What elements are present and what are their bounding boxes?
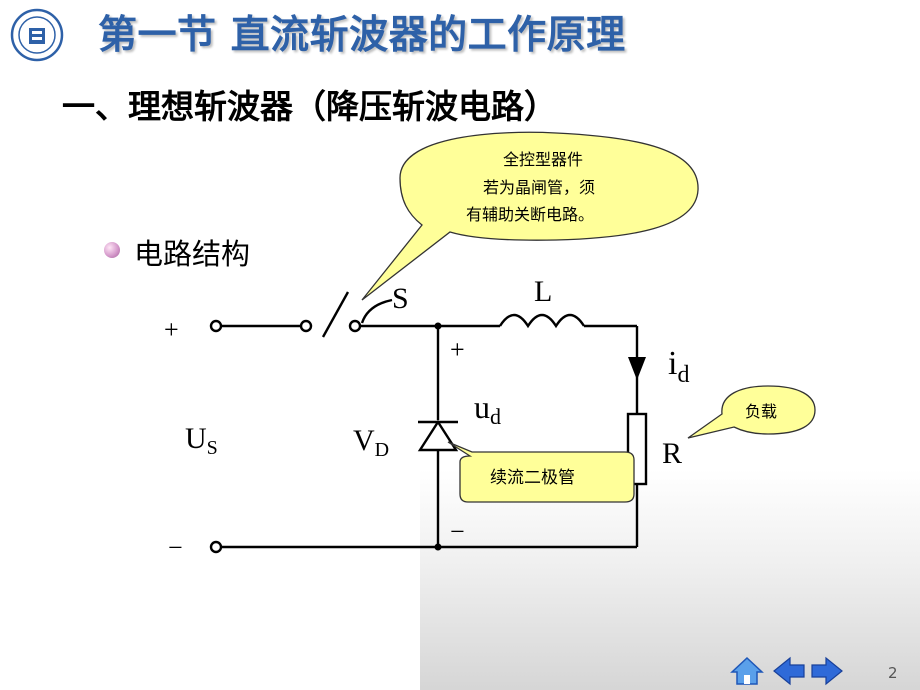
switch-blade — [321, 291, 350, 338]
label-resistor: R — [662, 437, 682, 470]
terminal-top-left — [209, 319, 223, 333]
callout-diode-note: 续流二极管 — [447, 441, 635, 503]
previous-arrow-icon[interactable] — [772, 656, 806, 686]
label-diode: VD — [353, 424, 389, 461]
callout-load-text: 负载 — [745, 402, 777, 421]
page-number: 2 — [888, 664, 898, 682]
label-source: US — [185, 422, 218, 459]
bullet-icon — [104, 242, 120, 258]
callout-diode-text: 续流二极管 — [490, 468, 575, 488]
callout-switch-line3: 有辅助关断电路。 — [466, 205, 594, 224]
current-arrow-icon — [628, 357, 646, 380]
callout-switch-line1: 全控型器件 — [503, 150, 583, 169]
callout-switch-line2: 若为晶闸管，须 — [483, 178, 595, 197]
switch-label-leader — [360, 298, 393, 324]
label-minus-left: − — [168, 533, 183, 562]
label-output-voltage: ud — [474, 389, 501, 429]
bullet-text: 电路结构 — [134, 237, 251, 271]
university-logo — [10, 8, 64, 62]
home-icon[interactable] — [730, 656, 764, 686]
background-photo — [420, 470, 920, 690]
switch-contact-left — [299, 319, 313, 333]
label-plus-mid: + — [450, 335, 465, 364]
freewheeling-diode — [417, 419, 459, 452]
callout-load: 负载 — [687, 385, 816, 439]
switch-contact-right — [348, 319, 362, 333]
terminal-bottom-left — [209, 540, 223, 554]
slide-subtitle: 一、理想斩波器（降压斩波电路） — [62, 87, 557, 126]
label-inductor: L — [534, 275, 552, 308]
label-current: id — [668, 345, 689, 388]
next-arrow-icon[interactable] — [810, 656, 844, 686]
slide-title: 第一节 直流斩波器的工作原理 — [98, 13, 626, 58]
label-switch: S — [392, 282, 409, 315]
callout-switch-note: 全控型器件 若为晶闸管，须 有辅助关断电路。 — [361, 131, 699, 301]
junction-top — [434, 322, 442, 330]
inductor-coil — [498, 313, 586, 329]
label-minus-mid: − — [450, 517, 465, 546]
label-plus-left: + — [164, 315, 179, 344]
junction-bottom — [434, 543, 442, 551]
